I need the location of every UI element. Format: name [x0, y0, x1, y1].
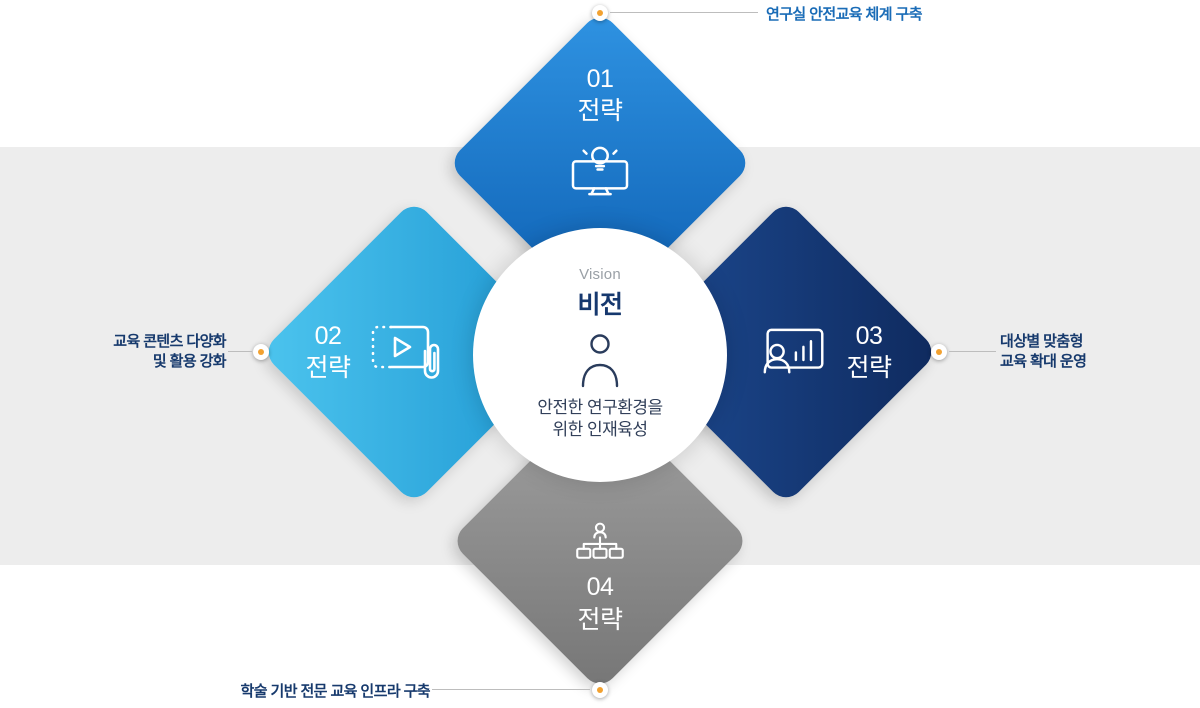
strategy-02-diamond: 02 전략	[261, 199, 567, 505]
strategy-04-number: 04	[586, 573, 614, 601]
strategy-02-content: 02 전략	[305, 244, 522, 460]
connector-dot-top	[592, 5, 608, 21]
vision-title: 비전	[577, 291, 623, 319]
callout-strategy-03: 대상별 맞춤형 교육 확대 운영	[1000, 333, 1087, 371]
strategy-01-content: 01 전략	[492, 55, 708, 271]
vision-circle: Vision 비전 안전한 연구환경을 위한 인재육성	[473, 228, 727, 482]
callout-strategy-01: 연구실 안전교육 체계 구축	[766, 6, 923, 23]
connector-dot-bottom	[592, 682, 608, 698]
monitor-idea-icon	[571, 146, 629, 195]
connector-line-top	[610, 12, 758, 13]
strategy-01-label: 전략	[577, 97, 623, 125]
strategy-02-number: 02	[314, 321, 342, 350]
org-chart-icon	[576, 522, 624, 559]
callout-strategy-04: 학술 기반 전문 교육 인프라 구축	[240, 683, 431, 700]
connector-line-left	[228, 351, 252, 352]
person-chart-icon	[764, 328, 824, 374]
strategy-04-content: 04 전략	[494, 435, 706, 647]
connector-line-right	[949, 351, 996, 352]
strategy-03-content: 03 전략	[678, 244, 894, 460]
strategy-04-label: 전략	[577, 605, 623, 634]
strategy-03-diamond: 03 전략	[633, 199, 939, 505]
video-content-icon	[371, 325, 439, 379]
vision-description: 안전한 연구환경을 위한 인재육성	[537, 398, 663, 440]
strategy-04-diamond: 04 전략	[450, 391, 750, 691]
connector-dot-right	[931, 344, 947, 360]
callout-strategy-02: 교육 콘텐츠 다양화 및 활용 강화	[113, 333, 226, 371]
strategy-03-label: 전략	[846, 354, 892, 382]
vision-eyebrow: Vision	[579, 266, 621, 283]
strategy-03-number: 03	[855, 321, 883, 350]
strategy-01-number: 01	[586, 64, 614, 93]
strategy-01-diamond: 01 전략	[447, 10, 753, 316]
connector-dot-left	[253, 344, 269, 360]
person-icon	[581, 334, 619, 388]
connector-line-bottom	[432, 689, 590, 690]
strategy-02-label: 전략	[305, 354, 351, 382]
